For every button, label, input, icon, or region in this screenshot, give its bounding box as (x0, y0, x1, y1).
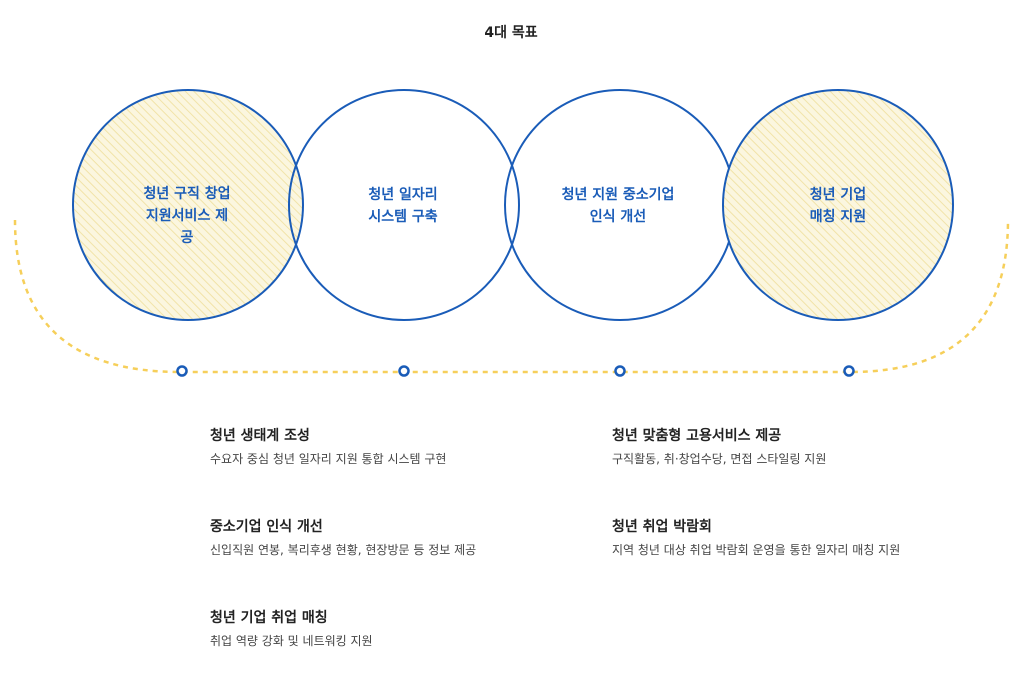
timeline-node-1 (176, 365, 188, 377)
goal-5: 청년 기업 취업 매칭 취업 역량 강화 및 네트워킹 지원 (210, 608, 610, 650)
goal-circle-1 (72, 89, 304, 321)
circle-3-line-2: 인식 개선 (589, 209, 647, 225)
goal-description: 신입직원 연봉, 복리후생 현황, 현장방문 등 정보 제공 (210, 543, 477, 557)
circle-label-2: 청년 일자리 시스템 구축 (323, 184, 483, 228)
goal-description: 취업 역량 강화 및 네트워킹 지원 (210, 634, 373, 648)
goal-description: 지역 청년 대상 취업 박람회 운영을 통한 일자리 매칭 지원 (612, 543, 901, 557)
goal-title: 청년 기업 취업 매칭 (210, 610, 328, 626)
goal-2: 청년 맞춤형 고용서비스 제공 구직활동, 취·창업수당, 면접 스타일링 지원 (612, 426, 1012, 468)
goal-title: 청년 취업 박람회 (612, 519, 712, 535)
circle-2-line-2: 시스템 구축 (368, 209, 438, 225)
circle-2-line-1: 청년 일자리 (368, 187, 438, 203)
goal-description: 구직활동, 취·창업수당, 면접 스타일링 지원 (612, 452, 827, 466)
circle-1-line-3: 공 (180, 230, 194, 246)
goal-title: 청년 생태계 조성 (210, 428, 310, 444)
goal-circle-2 (288, 89, 520, 321)
circle-label-3: 청년 지원 중소기업 인식 개선 (538, 184, 698, 228)
timeline-node-2 (398, 365, 410, 377)
diagram-title: 4대 목표 (484, 25, 538, 41)
circle-label-1: 청년 구직 창업 지원서비스 제 공 (107, 183, 267, 249)
circle-3-line-1: 청년 지원 중소기업 (561, 187, 675, 203)
circle-label-4: 청년 기업 매칭 지원 (758, 184, 918, 228)
dashed-connector-arc (13, 219, 1010, 374)
goal-title: 중소기업 인식 개선 (210, 519, 323, 535)
timeline-node-4 (843, 365, 855, 377)
goal-description: 수요자 중심 청년 일자리 지원 통합 시스템 구현 (210, 452, 447, 466)
timeline-node-3 (614, 365, 626, 377)
circle-4-line-2: 매칭 지원 (809, 209, 867, 225)
circle-1-line-1: 청년 구직 창업 (143, 186, 231, 202)
goal-4: 청년 취업 박람회 지역 청년 대상 취업 박람회 운영을 통한 일자리 매칭 … (612, 517, 1012, 559)
goal-1: 청년 생태계 조성 수요자 중심 청년 일자리 지원 통합 시스템 구현 (210, 426, 610, 468)
goal-title: 청년 맞춤형 고용서비스 제공 (612, 428, 782, 444)
goal-3: 중소기업 인식 개선 신입직원 연봉, 복리후생 현황, 현장방문 등 정보 제… (210, 517, 610, 559)
circle-1-line-2: 지원서비스 제 (145, 208, 229, 224)
goal-circle-4 (722, 89, 954, 321)
circle-4-line-1: 청년 기업 (809, 187, 867, 203)
